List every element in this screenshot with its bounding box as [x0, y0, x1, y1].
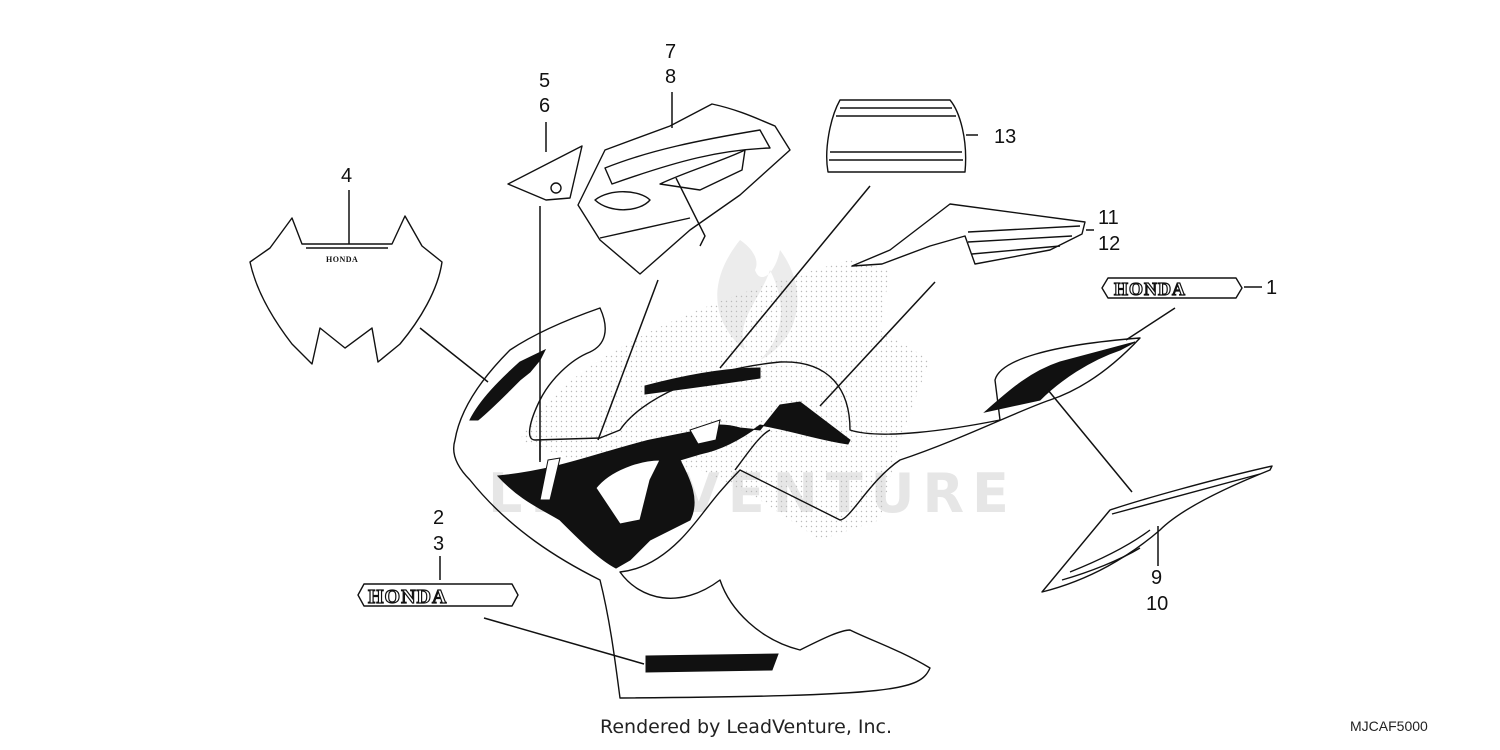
callout-12: 12 — [1098, 233, 1120, 255]
callout-10: 10 — [1146, 593, 1168, 615]
rendered-by-footer: Rendered by LeadVenture, Inc. — [600, 716, 893, 738]
upper-side-decal[interactable] — [577, 103, 791, 275]
callout-4: 4 — [341, 165, 352, 187]
callout-13: 13 — [994, 126, 1016, 148]
callout-1: 1 — [1266, 277, 1277, 299]
tank-pad-decal[interactable] — [826, 99, 967, 173]
upper-small-decal[interactable] — [507, 145, 583, 201]
main-fairing[interactable] — [453, 307, 1141, 699]
callout-5: 5 — [539, 70, 550, 92]
callout-8: 8 — [665, 66, 676, 88]
honda-emblem-small-text: HONDA — [1114, 279, 1186, 299]
tail-stripe-decal[interactable] — [1041, 465, 1273, 593]
callout-9: 9 — [1151, 567, 1162, 589]
callout-11: 11 — [1098, 207, 1119, 229]
honda-emblem-small[interactable]: HONDA — [1101, 277, 1243, 300]
honda-emblem-large[interactable]: HONDA — [357, 583, 519, 609]
callout-3: 3 — [433, 533, 444, 555]
leader-lines — [348, 92, 1262, 665]
honda-emblem-large-text: HONDA — [368, 586, 447, 608]
diagram-code: MJCAF5000 — [1350, 718, 1428, 734]
side-stripe-decal[interactable] — [851, 203, 1086, 267]
callout-6: 6 — [539, 95, 550, 117]
callout-numbers: 4 5 6 7 8 13 11 12 1 2 3 9 10 — [341, 41, 1277, 615]
windscreen-honda-emblem: HONDA — [326, 255, 358, 264]
windscreen-decal[interactable]: HONDA — [249, 215, 443, 365]
callout-7: 7 — [665, 41, 676, 63]
callout-2: 2 — [433, 507, 444, 529]
